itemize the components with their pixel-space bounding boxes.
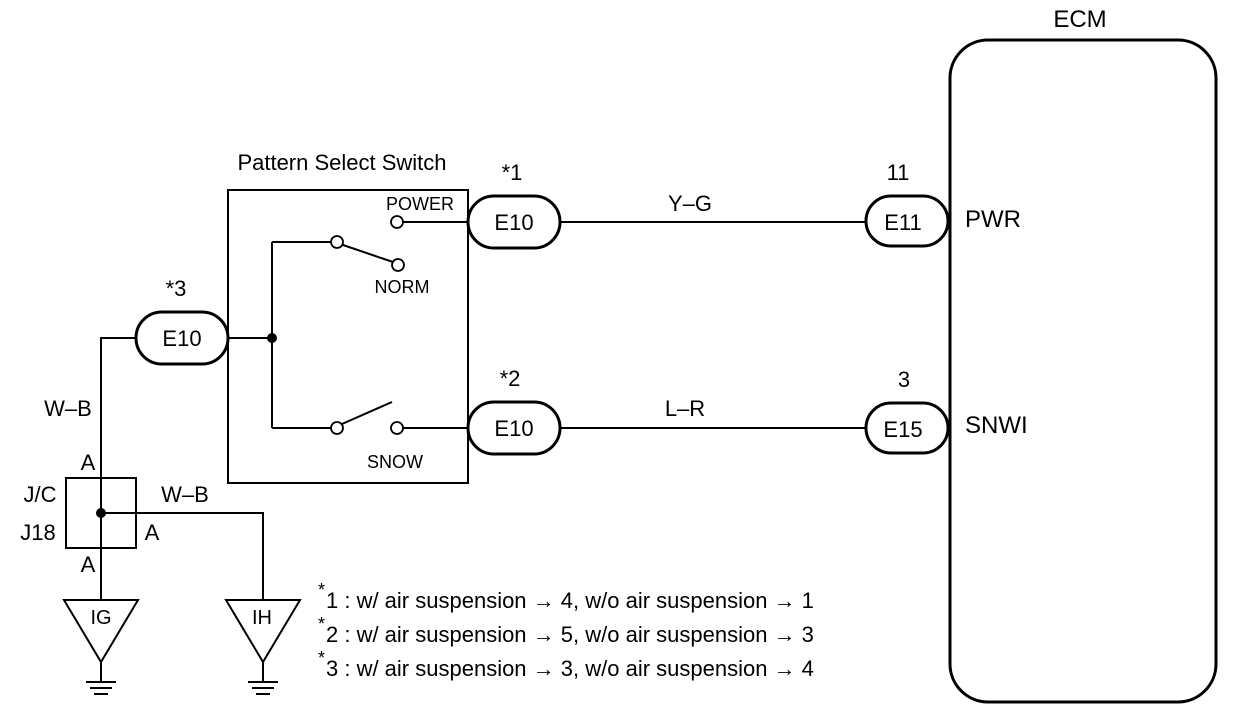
junction-label-jc: J/C [24, 482, 57, 507]
switch-title: Pattern Select Switch [237, 150, 446, 175]
switch-position-power: POWER [386, 194, 454, 214]
connector-e11-name: E11 [884, 210, 922, 235]
junction-pin-right: A [145, 520, 160, 545]
ground-ig: IG [62, 548, 140, 695]
footnote-1-mark: * [318, 580, 325, 600]
footnote-3-mark: * [318, 648, 325, 668]
power-contact [390, 215, 404, 229]
wire-color-w-b-right: W–B [161, 482, 209, 507]
snow-contact [390, 421, 404, 435]
connector-e10-star1: E10 *1 [466, 160, 562, 250]
connector-e15: E15 3 [864, 367, 950, 455]
ecm-outline [948, 38, 1218, 704]
connector-e10-star3: E10 *3 [134, 276, 230, 366]
ecm-pin-label-pwr: PWR [965, 206, 1021, 233]
connector-e10-star1-name: E10 [494, 210, 533, 235]
switch-junction-dot [267, 333, 277, 343]
junction-label-j18: J18 [20, 520, 55, 545]
connector-e10-star3-note: *3 [166, 276, 187, 301]
pattern-select-switch: Pattern Select Switch POWER NORM SNOW [227, 150, 469, 484]
ecm-title: ECM [1053, 6, 1106, 33]
ground-ih: IH [224, 599, 302, 695]
wire-c3-to-junction [100, 337, 136, 478]
footnote-1: 1 : w/ air suspension → 4, w/o air suspe… [326, 588, 814, 613]
connector-e10-star1-note: *1 [502, 160, 523, 185]
connector-e15-name: E15 [883, 417, 922, 442]
connector-e15-pin-number: 3 [898, 367, 910, 392]
footnotes: * 1 : w/ air suspension → 4, w/o air sus… [318, 580, 814, 681]
switch-outline [227, 189, 469, 484]
wire-color-w-b-left: W–B [44, 396, 92, 421]
footnote-3: 3 : w/ air suspension → 3, w/o air suspe… [326, 656, 814, 681]
junction-pin-bottom: A [81, 552, 96, 577]
ground-ig-triangle [62, 599, 140, 664]
snow-blade [341, 401, 393, 425]
wire-color-y-g: Y–G [668, 191, 712, 216]
ground-ih-label: IH [252, 607, 272, 629]
connector-e11-pin-number: 11 [887, 160, 910, 185]
wire-junction-to-ih [136, 512, 264, 600]
wire-color-l-r: L–R [665, 396, 705, 421]
norm-contact [391, 258, 405, 272]
junction-connector-j18: J/C J18 A A A [20, 450, 159, 577]
ecm-pin-label-snwi: SNWI [965, 412, 1028, 439]
connector-e10-star2: E10 *2 [466, 366, 562, 456]
snow-pivot [330, 421, 344, 435]
ground-ih-triangle [224, 599, 302, 664]
norm-pivot [330, 235, 344, 249]
footnote-2-mark: * [318, 614, 325, 634]
norm-blade [342, 244, 394, 263]
junction-pin-top: A [81, 450, 96, 475]
ground-ig-label: IG [90, 607, 111, 629]
connector-e10-star2-name: E10 [494, 416, 533, 441]
connector-e10-star2-note: *2 [500, 366, 521, 391]
switch-position-norm: NORM [375, 277, 430, 297]
connector-e11: E11 11 [864, 160, 950, 248]
switch-position-snow: SNOW [367, 452, 423, 472]
connector-e10-star3-name: E10 [162, 326, 201, 351]
footnote-2: 2 : w/ air suspension → 5, w/o air suspe… [326, 622, 814, 647]
ecm-block: ECM PWR SNWI [948, 6, 1218, 704]
